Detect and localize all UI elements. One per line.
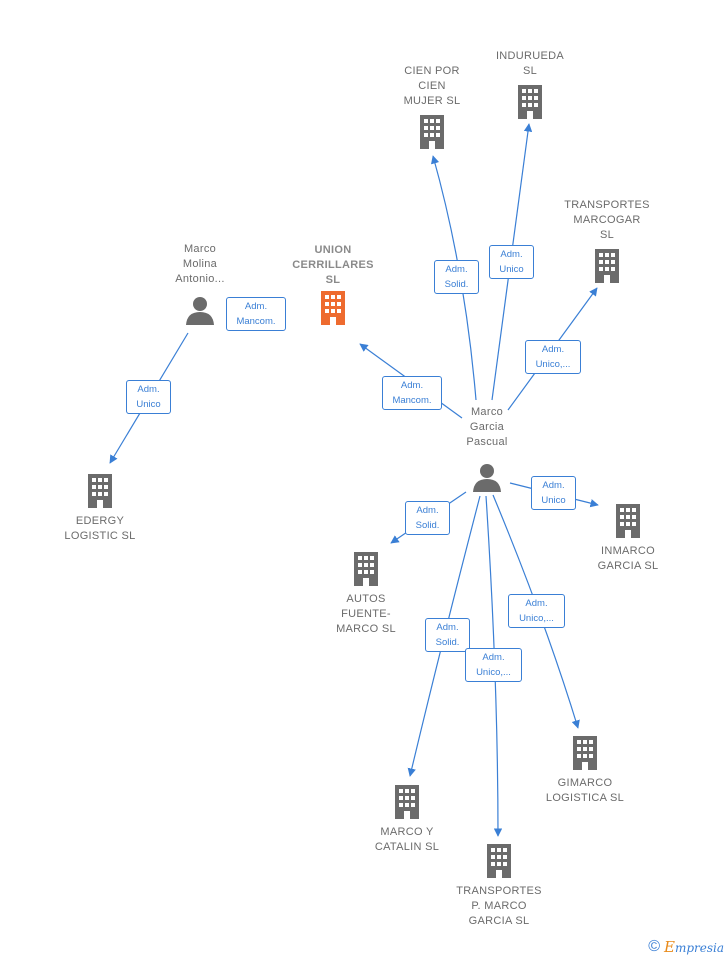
edge-label-garcia-autos[interactable]: Adm. Solid. (405, 501, 450, 535)
autos-fuente-marco-node[interactable]: AUTOS FUENTE- MARCO SL (316, 552, 416, 637)
node-label: TRANSPORTES P. MARCO GARCIA SL (456, 885, 542, 927)
transportes-marcogar-node[interactable]: TRANSPORTES MARCOGAR SL (555, 198, 659, 283)
building-icon (595, 249, 619, 283)
brand-rest: mpresia (674, 941, 724, 955)
node-label: Marco Molina Antonio... (175, 243, 225, 285)
node-label: INMARCO GARCIA SL (597, 545, 659, 572)
edge-label-garcia-marcogar[interactable]: Adm. Unico,... (525, 340, 581, 374)
cien-por-cien-node[interactable]: CIEN POR CIEN MUJER SL (382, 64, 482, 149)
brand-initial: E (663, 938, 675, 956)
building-icon (321, 291, 345, 325)
copyright-footer: © Empresia (648, 938, 724, 956)
copyright-symbol: © (648, 938, 660, 955)
edge-label-garcia-gimarco[interactable]: Adm. Unico,... (508, 594, 565, 628)
edge-label-garcia-cien[interactable]: Adm. Solid. (434, 260, 479, 294)
node-label: INDURUEDA SL (495, 50, 565, 77)
marco-y-catalin-node[interactable]: MARCO Y CATALIN SL (357, 785, 457, 855)
building-icon (518, 85, 542, 119)
building-icon (420, 115, 444, 149)
transportes-p-marco-node[interactable]: TRANSPORTES P. MARCO GARCIA SL (449, 844, 549, 929)
empresia-logo[interactable]: Empresia (664, 938, 724, 956)
node-label: GIMARCO LOGISTICA SL (545, 777, 625, 804)
indurueda-node[interactable]: INDURUEDA SL (480, 49, 580, 119)
edge-label-molina-edergy[interactable]: Adm. Unico (126, 380, 171, 414)
edge-label-garcia-indurueda[interactable]: Adm. Unico (489, 245, 534, 279)
building-icon (573, 736, 597, 770)
node-label: UNION CERRILLARES SL (292, 244, 374, 286)
building-icon (395, 785, 419, 819)
node-label: MARCO Y CATALIN SL (374, 826, 440, 853)
inmarco-garcia-node[interactable]: INMARCO GARCIA SL (578, 504, 678, 574)
building-icon (487, 844, 511, 878)
edge-label-garcia-inmarco[interactable]: Adm. Unico (531, 476, 576, 510)
node-label: EDERGY LOGISTIC SL (64, 515, 136, 542)
building-icon (88, 474, 112, 508)
person-icon (473, 464, 501, 492)
edge-label-garcia-transp-p[interactable]: Adm. Unico,... (465, 648, 522, 682)
edge-label-molina-union[interactable]: Adm. Mancom. (226, 297, 286, 331)
building-icon (616, 504, 640, 538)
node-label: TRANSPORTES MARCOGAR SL (564, 199, 650, 241)
gimarco-logistica-node[interactable]: GIMARCO LOGISTICA SL (535, 736, 635, 806)
node-label: AUTOS FUENTE- MARCO SL (336, 593, 396, 635)
person-marco-garcia-node[interactable]: Marco Garcia Pascual (437, 405, 537, 492)
edge-label-garcia-union[interactable]: Adm. Mancom. (382, 376, 442, 410)
edge-label-garcia-catalin[interactable]: Adm. Solid. (425, 618, 470, 652)
person-marco-molina-node[interactable]: Marco Molina Antonio... (150, 242, 250, 325)
person-icon (186, 297, 214, 325)
building-icon (354, 552, 378, 586)
node-label: CIEN POR CIEN MUJER SL (403, 65, 461, 107)
union-cerrillares-node[interactable]: UNION CERRILLARES SL (273, 243, 393, 325)
node-label: Marco Garcia Pascual (466, 406, 508, 448)
edergy-logistic-node[interactable]: EDERGY LOGISTIC SL (50, 474, 150, 544)
